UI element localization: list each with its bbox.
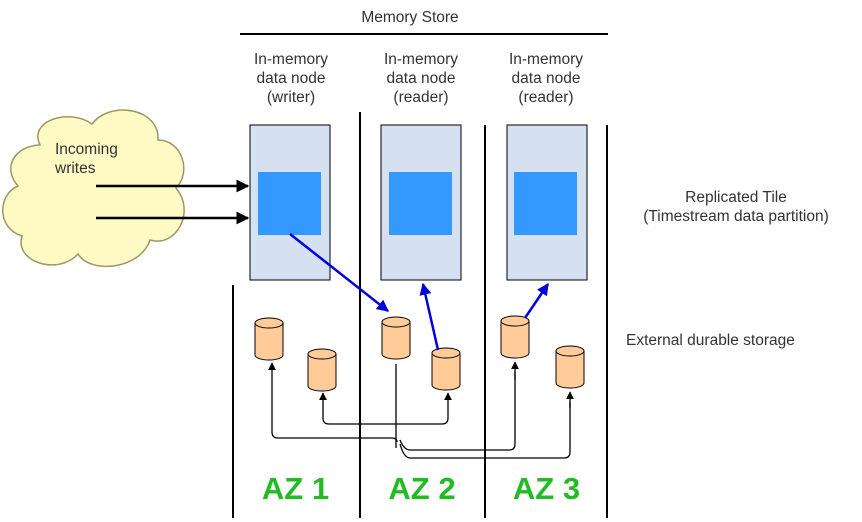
storage-cylinder-3b <box>555 345 585 389</box>
storage-cylinder-2b <box>431 347 461 391</box>
writer-node-label: In-memory data node (writer) <box>253 51 329 106</box>
storage-cylinder-1b <box>307 348 337 392</box>
writer-tile <box>258 172 321 235</box>
zone-label-az2: AZ 2 <box>388 471 456 506</box>
incoming-writes-cloud <box>2 109 185 267</box>
zone-label-az3: AZ 3 <box>512 471 581 506</box>
zone-label-az1: AZ 1 <box>261 471 330 506</box>
replication-arrow-storage-to-reader-2 <box>523 283 550 319</box>
replication-arrow-storage-to-reader-1 <box>419 282 440 351</box>
reader-tile-1 <box>389 172 452 235</box>
storage-cylinder-2a <box>381 316 411 360</box>
replicated-tile-label: Replicated Tile (Timestream data partiti… <box>643 189 829 225</box>
reader-node-1-label: In-memory data node (reader) <box>383 51 459 106</box>
storage-cylinder-3a <box>500 315 530 359</box>
reader-tile-2 <box>514 172 577 235</box>
replication-arrow-writer-to-storage <box>289 233 389 312</box>
storage-cylinder-1a <box>254 317 284 361</box>
incoming-writes-label: Incoming writes <box>55 141 118 177</box>
memory-store-title: Memory Store <box>361 9 459 26</box>
storage-replication-connectors <box>271 364 571 459</box>
reader-node-2-label: In-memory data node (reader) <box>508 51 584 106</box>
storage-label: External durable storage <box>626 332 795 349</box>
